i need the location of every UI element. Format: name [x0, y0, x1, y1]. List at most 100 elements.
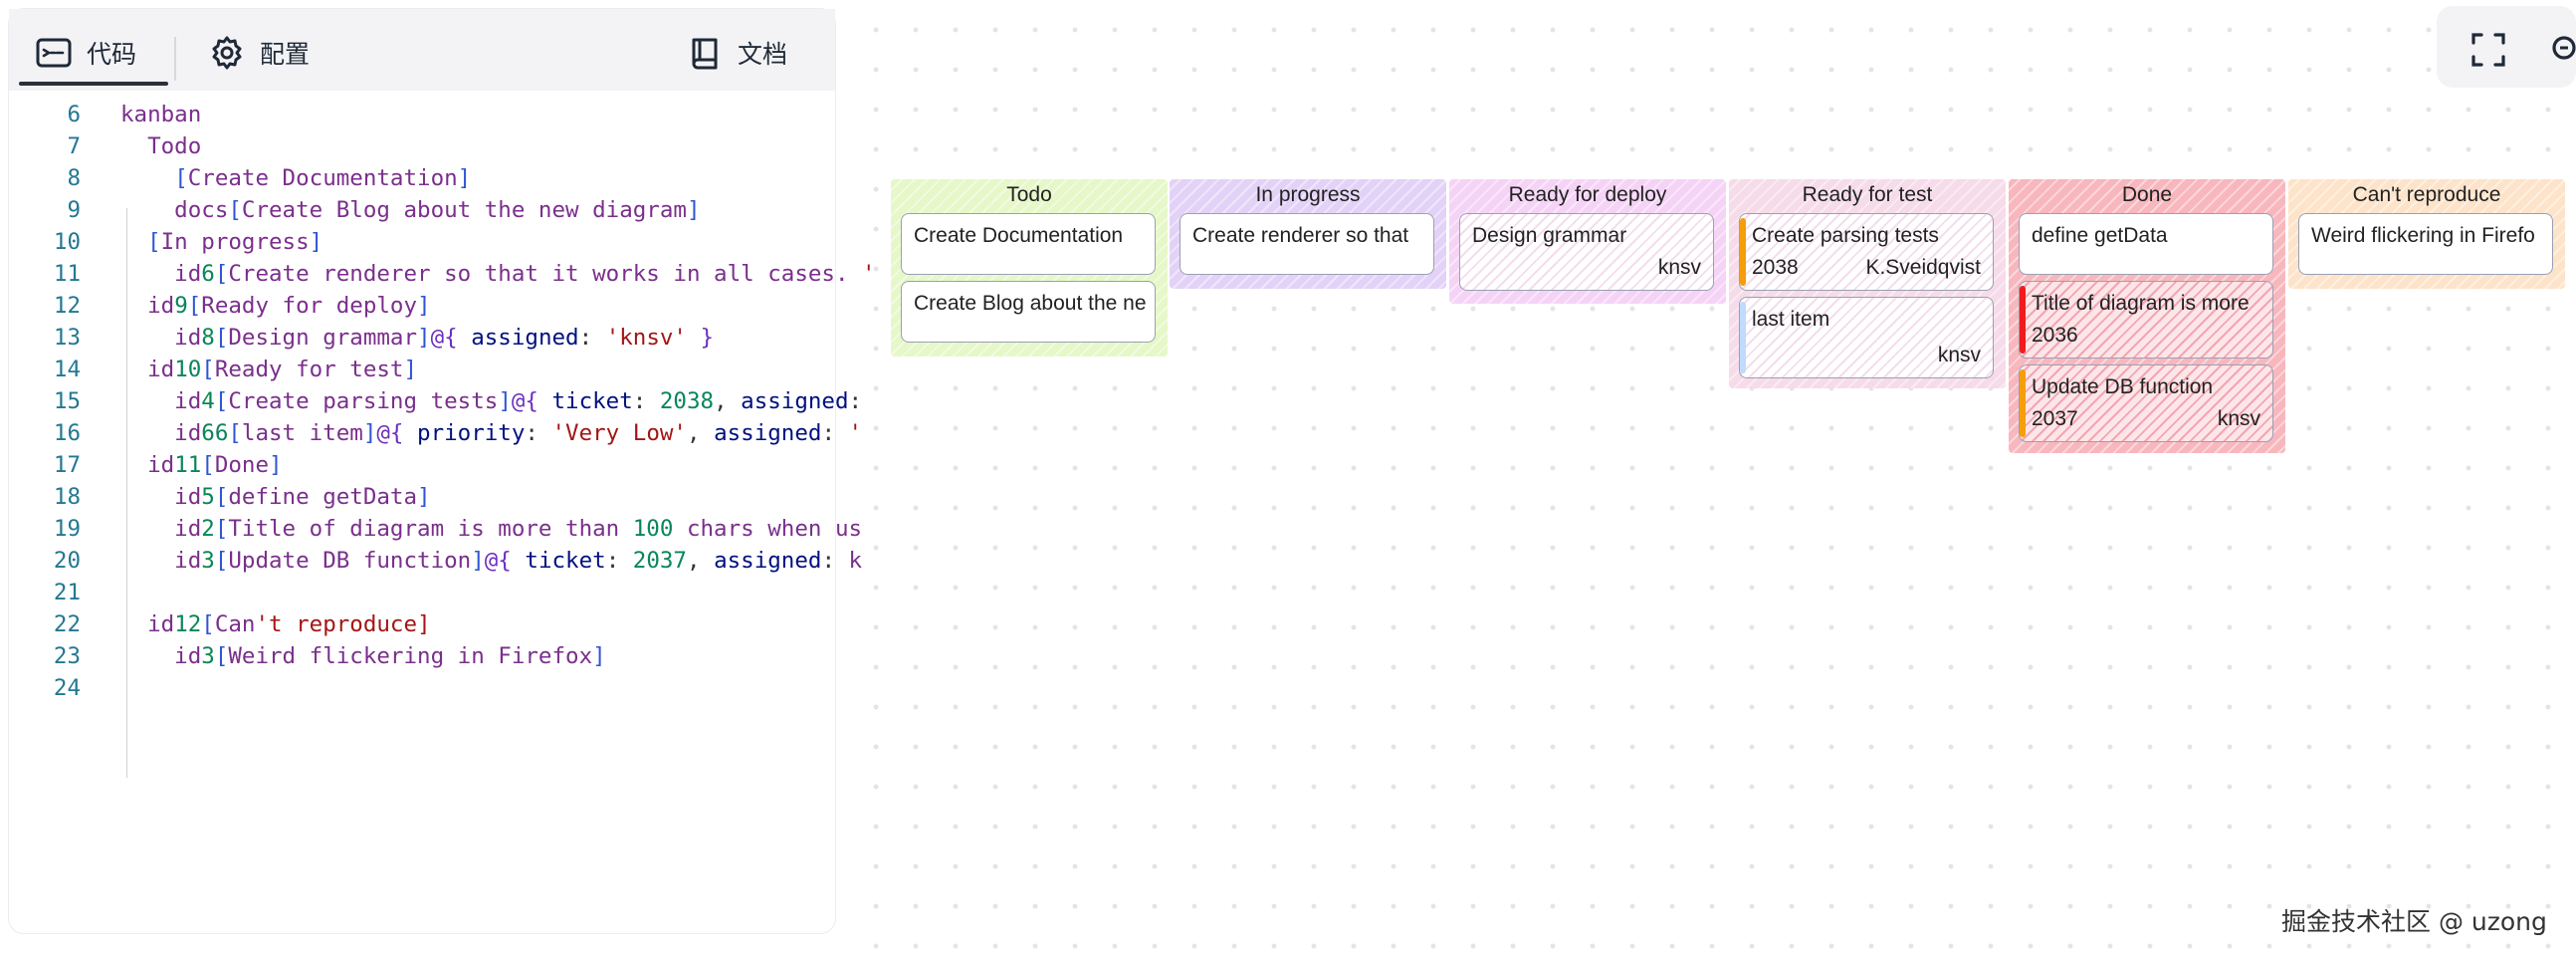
code-text: id6[Create renderer so that it works in … — [120, 261, 876, 287]
code-line[interactable]: 22 id12[Can't reproduce] — [9, 608, 835, 640]
active-tab-indicator — [19, 82, 168, 86]
tab-docs-label: 文档 — [738, 41, 788, 69]
code-line[interactable]: 24 — [9, 672, 835, 704]
code-text: id66[last item]@{ priority: 'Very Low', … — [120, 420, 863, 446]
kanban-card[interactable]: last item knsv — [1739, 297, 1994, 378]
kanban-column-title: Ready for test — [1802, 183, 1933, 206]
code-line[interactable]: 16 id66[last item]@{ priority: 'Very Low… — [9, 417, 862, 449]
code-line[interactable]: 19 id2[Title of diagram is more than 100… — [9, 513, 862, 545]
code-line[interactable]: 8 [Create Documentation] — [9, 162, 835, 194]
priority-indicator — [2020, 369, 2026, 437]
gear-icon — [212, 36, 242, 70]
kanban-card[interactable]: Create Blog about the ne — [901, 281, 1156, 343]
diagram-canvas[interactable] — [846, 0, 2564, 960]
card-title: Update DB function — [2032, 375, 2214, 398]
code-line[interactable]: 12 id9[Ready for deploy] — [9, 290, 835, 322]
kanban-column-title: Todo — [1006, 183, 1052, 206]
book-icon — [692, 38, 718, 70]
kanban-column-title: In progress — [1255, 183, 1361, 206]
kanban-card[interactable]: define getData — [2019, 213, 2273, 275]
line-number: 23 — [53, 643, 81, 669]
kanban-card[interactable]: Create renderer so that — [1180, 213, 1434, 275]
line-number: 12 — [53, 293, 81, 319]
kanban-card[interactable]: Title of diagram is more 2036 — [2019, 281, 2273, 359]
line-number: 9 — [67, 197, 81, 223]
code-text: id12[Can't reproduce] — [120, 611, 431, 637]
indent-guide — [126, 208, 127, 778]
code-text: id9[Ready for deploy] — [120, 293, 431, 319]
line-number: 20 — [53, 548, 81, 574]
code-line[interactable]: 6 kanban — [9, 99, 835, 130]
editor-panel: 代码 配置 — [8, 8, 876, 935]
kanban-card[interactable]: Weird flickering in Firefo — [2298, 213, 2553, 275]
code-line[interactable]: 14 id10[Ready for test] — [9, 354, 835, 385]
code-text: id4[Create parsing tests]@{ ticket: 2038… — [120, 388, 863, 414]
tab-code-label: 代码 — [87, 41, 137, 69]
tab-config-label: 配置 — [260, 41, 311, 69]
code-text: id10[Ready for test] — [120, 357, 418, 382]
line-number: 22 — [53, 611, 81, 637]
line-number: 10 — [53, 229, 81, 255]
card-title: Create Documentation — [914, 224, 1124, 247]
code-text: docs[Create Blog about the new diagram] — [120, 197, 701, 223]
card-title: Create renderer so that — [1192, 224, 1409, 247]
code-line[interactable]: 20 id3[Update DB function]@{ ticket: 203… — [9, 545, 862, 577]
card-title: define getData — [2032, 224, 2168, 247]
code-line[interactable]: 10 [In progress] — [9, 226, 835, 258]
code-line[interactable]: 23 id3[Weird flickering in Firefox] — [9, 640, 835, 672]
priority-indicator — [1740, 218, 1746, 286]
line-number: 7 — [67, 133, 81, 159]
code-text: id8[Design grammar]@{ assigned: 'knsv' } — [120, 325, 715, 351]
card-assignee: knsv — [2217, 407, 2260, 430]
zoom-icon[interactable] — [2544, 30, 2576, 70]
kanban-column-title: Can't reproduce — [2352, 183, 2501, 206]
line-number: 17 — [53, 452, 81, 478]
card-ticket: 2038 — [1752, 256, 1799, 279]
watermark: 掘金技术社区 @ uzong — [2281, 907, 2547, 936]
card-assignee: knsv — [1937, 344, 1981, 366]
code-line[interactable]: 17 id11[Done] — [9, 449, 835, 481]
code-line[interactable]: 11 id6[Create renderer so that it works … — [9, 258, 876, 290]
code-text: id11[Done] — [120, 452, 283, 478]
line-number: 6 — [67, 102, 81, 127]
kanban-card[interactable]: Update DB function 2037 knsv — [2019, 364, 2273, 442]
card-ticket: 2037 — [2032, 407, 2078, 430]
card-title: Title of diagram is more — [2032, 292, 2250, 315]
card-title: Create Blog about the ne — [914, 292, 1147, 315]
code-text: kanban — [120, 102, 202, 127]
code-line[interactable]: 9 docs[Create Blog about the new diagram… — [9, 194, 835, 226]
code-text: id3[Weird flickering in Firefox] — [120, 643, 606, 669]
card-ticket: 2036 — [2032, 324, 2078, 347]
line-number: 13 — [53, 325, 81, 351]
kanban-card[interactable]: Create Documentation — [901, 213, 1156, 275]
line-number: 8 — [67, 165, 81, 191]
priority-indicator — [2020, 286, 2026, 354]
code-line[interactable]: 18 id5[define getData] — [9, 481, 835, 513]
line-number: 19 — [53, 516, 81, 542]
code-line[interactable]: 21 — [9, 577, 835, 608]
code-line[interactable]: 7 Todo — [9, 130, 835, 162]
fullscreen-icon[interactable] — [2469, 30, 2508, 70]
tab-config[interactable]: 配置 — [208, 23, 310, 83]
code-text: [In progress] — [147, 229, 323, 255]
card-title: last item — [1752, 308, 1830, 331]
code-line[interactable]: 13 id8[Design grammar]@{ assigned: 'knsv… — [9, 322, 835, 354]
line-number: 16 — [53, 420, 81, 446]
tab-docs[interactable]: 文档 — [686, 23, 787, 83]
tab-code[interactable]: 代码 — [35, 23, 136, 83]
card-title: Create parsing tests — [1752, 224, 1939, 247]
kanban-column-title: Ready for deploy — [1508, 183, 1667, 206]
card-assignee: knsv — [1657, 256, 1701, 279]
code-line[interactable]: 15 id4[Create parsing tests]@{ ticket: 2… — [9, 385, 862, 417]
line-number: 21 — [53, 580, 81, 605]
code-terminal-icon — [36, 38, 72, 68]
